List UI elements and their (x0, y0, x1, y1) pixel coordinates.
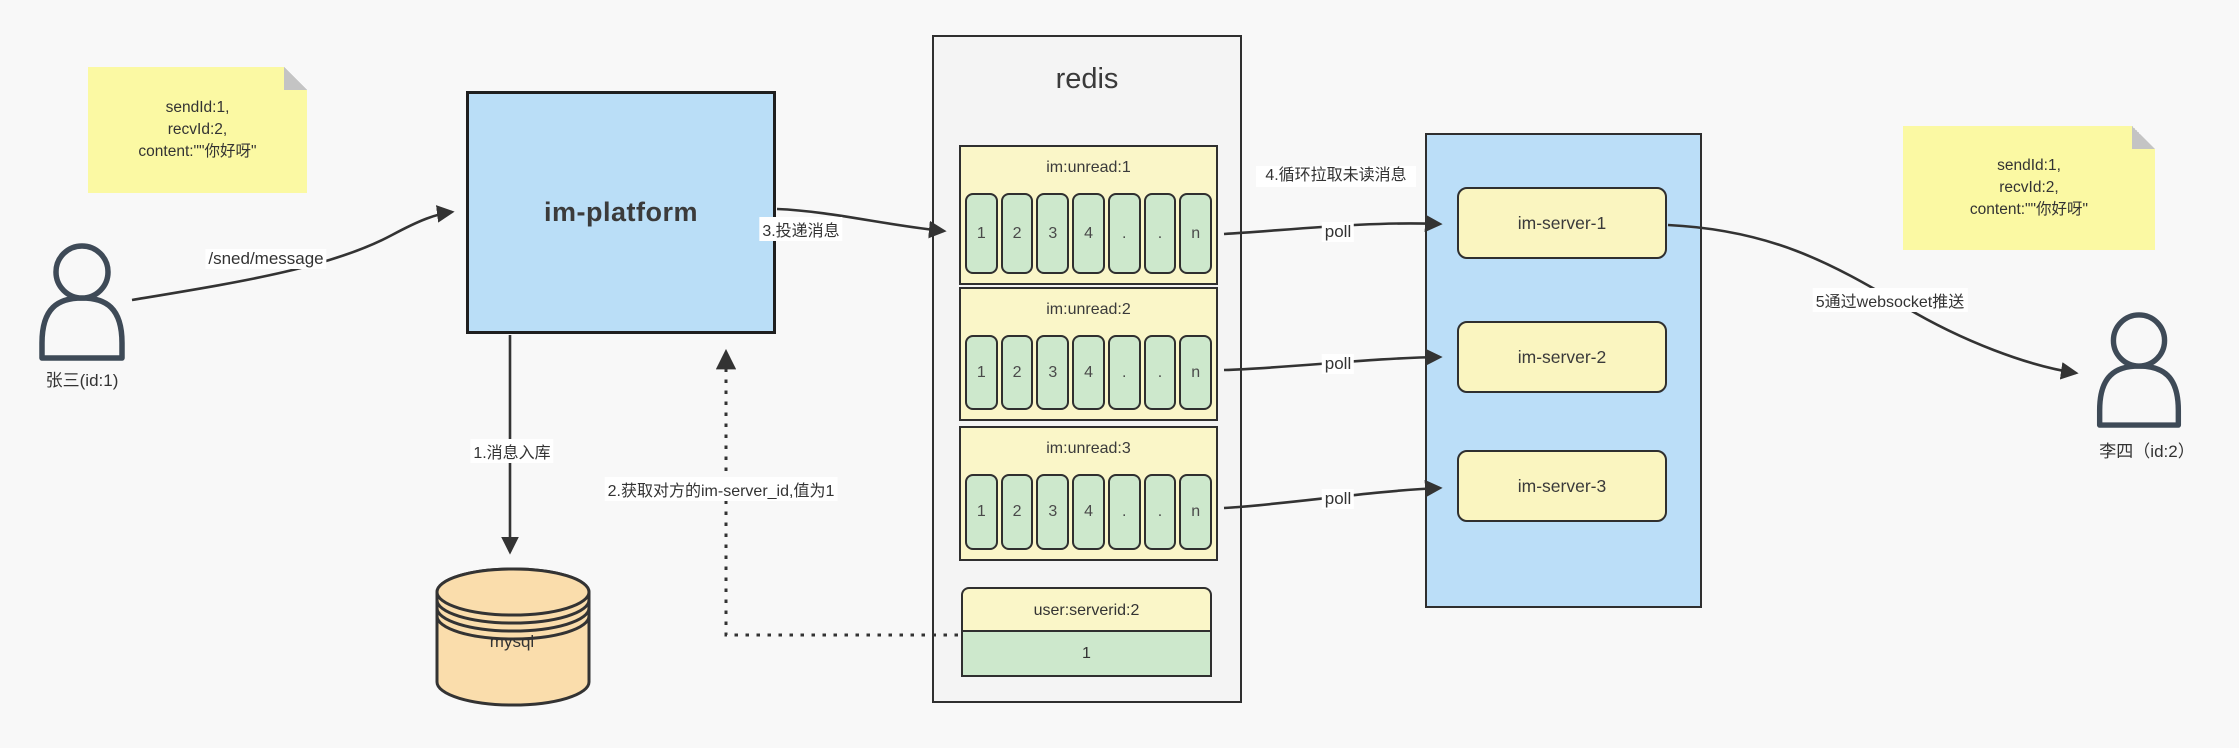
queue-cell: 2 (1000, 335, 1034, 410)
queue-cell: 1 (965, 474, 998, 550)
note-line: sendId:1, (165, 99, 230, 116)
queue-header: im:unread:3 (1046, 440, 1131, 457)
edge-label-poll-1: poll (1321, 222, 1355, 242)
im-server-1-box: im-server-1 (1457, 187, 1667, 259)
queue-cell: . (1143, 335, 1177, 410)
mysql-label: mysql (489, 632, 535, 651)
edge-label-poll-3: poll (1321, 489, 1355, 509)
queue-cell: 3 (1036, 193, 1070, 274)
redis-queue-1: im:unread:1 1 2 3 4 . . n (959, 145, 1218, 285)
note-line: content:""你好呀" (138, 143, 257, 160)
user-serverid-block: user:serverid:2 1 (961, 587, 1212, 677)
queue-cell: 2 (1000, 474, 1034, 550)
note-line: content:""你好呀" (1969, 201, 2089, 218)
edge-label-push: 5通过websocket推送 (1812, 288, 1968, 312)
queue-cell: n (1179, 193, 1213, 274)
redis-container: redis im:unread:1 1 2 3 4 . . n im:unrea… (932, 35, 1242, 703)
note-fold-corner (2132, 126, 2155, 149)
user-icon-receiver (2096, 312, 2182, 428)
note-line: recvId:2, (1999, 179, 2059, 196)
redis-queue-2: im:unread:2 1 2 3 4 . . n (959, 287, 1218, 421)
sticky-note-left: sendId:1, recvId:2, content:""你好呀" (88, 67, 307, 193)
queue-cell: 4 (1072, 193, 1105, 274)
queue-header: im:unread:1 (1046, 159, 1131, 176)
im-server-2-box: im-server-2 (1457, 321, 1667, 393)
queue-header: im:unread:2 (1046, 301, 1131, 318)
edge-label-lookup: 2.获取对方的im-server_id,值为1 (604, 477, 838, 501)
sender-label: 张三(id:1) (45, 371, 119, 390)
queue-cell: . (1107, 193, 1141, 274)
note-line: sendId:1, (1997, 157, 2061, 174)
queue-cell: 4 (1072, 335, 1105, 410)
queue-cell: 1 (965, 193, 998, 274)
queue-cell: 1 (965, 335, 998, 410)
queue-cell: . (1107, 335, 1141, 410)
im-platform-box: im-platform (466, 91, 776, 334)
queue-cell: 3 (1036, 474, 1070, 550)
receiver-label: 李四（id:2） (2099, 442, 2195, 461)
edge-label-pull: 4.循环拉取未读消息 (1256, 166, 1416, 187)
queue-cell: n (1179, 335, 1213, 410)
queue-cell: 2 (1000, 193, 1034, 274)
queue-cell: . (1107, 474, 1141, 550)
im-server-cluster: im-server-1 im-server-2 im-server-3 (1425, 133, 1702, 608)
sticky-note-right: sendId:1, recvId:2, content:""你好呀" (1903, 126, 2155, 250)
note-line: recvId:2, (167, 121, 228, 138)
user-icon-sender (39, 243, 125, 361)
redis-queue-3: im:unread:3 1 2 3 4 . . n (959, 426, 1218, 561)
im-server-3-box: im-server-3 (1457, 450, 1667, 522)
user-serverid-key: user:serverid:2 (961, 587, 1212, 632)
queue-cell: . (1143, 193, 1177, 274)
edge-label-send: /sned/message (205, 249, 327, 269)
im-platform-title: im-platform (544, 197, 698, 227)
queue-cell: 3 (1036, 335, 1070, 410)
edge-label-deliver: 3.投递消息 (759, 217, 843, 241)
mysql-database-icon (435, 567, 591, 707)
user-serverid-value: 1 (961, 632, 1212, 677)
queue-cell: n (1179, 474, 1213, 550)
queue-cell: 4 (1072, 474, 1105, 550)
edge-label-store: 1.消息入库 (470, 439, 554, 463)
note-fold-corner (284, 67, 307, 90)
queue-cell: . (1143, 474, 1177, 550)
redis-title: redis (1055, 63, 1119, 95)
edge-label-poll-2: poll (1321, 354, 1355, 374)
